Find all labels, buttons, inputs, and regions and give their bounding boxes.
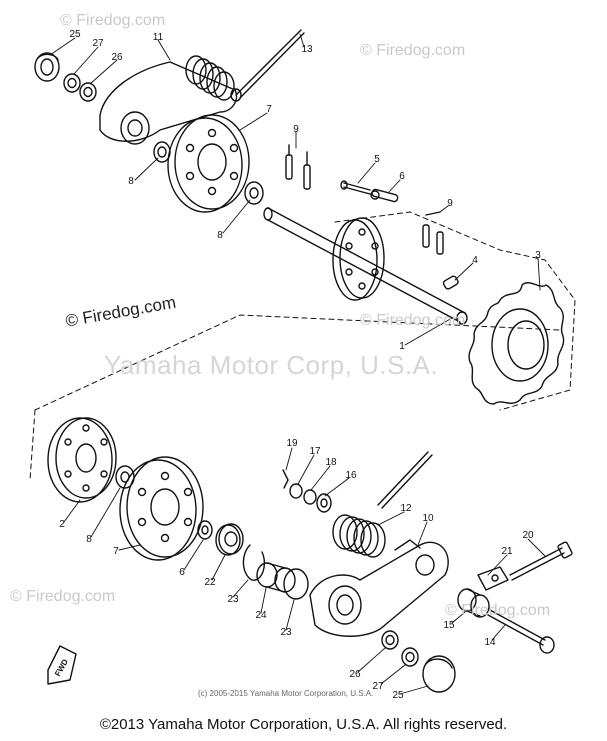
callout-8-b: 8 (217, 230, 223, 241)
rod-13 (235, 29, 305, 99)
clip-19 (282, 469, 289, 489)
pin-4 (442, 275, 459, 290)
collar-15 (457, 588, 490, 618)
pins-9-top (285, 144, 311, 190)
cap-25-top (34, 52, 60, 82)
washer-18 (303, 489, 317, 505)
callout-15: 15 (443, 620, 455, 631)
callout-4: 4 (472, 255, 478, 266)
washer-26-top (79, 82, 97, 102)
bearing-22 (215, 523, 244, 556)
watermark-tiny-copyright: (c) 2005-2015 Yamaha Motor Corporation, … (198, 689, 374, 698)
callout-3: 3 (535, 250, 541, 261)
cap-25-bottom (422, 655, 456, 693)
collar-24 (256, 562, 296, 593)
washer-6-bottom (197, 520, 213, 540)
callout-23-a: 23 (227, 594, 239, 605)
bolt-5 (340, 180, 371, 195)
callout-7-bottom: 7 (113, 546, 119, 557)
bushing-16 (316, 493, 332, 513)
watermark-center: Yamaha Motor Corp, U.S.A. (104, 350, 439, 380)
wheel-7-top (167, 114, 250, 213)
watermark-bottom-left: © Firedog.com (10, 588, 116, 605)
circlip-23-a (242, 544, 266, 581)
callout-12: 12 (400, 503, 412, 514)
torsion-spring-12 (332, 451, 433, 558)
bolt-14 (487, 609, 555, 654)
washer-26-bottom (381, 630, 399, 650)
arm-11 (99, 61, 238, 145)
sprocket-3 (468, 282, 565, 405)
bolt-20 (509, 541, 573, 581)
callout-26-bottom: 26 (349, 669, 361, 680)
leader-lines (49, 33, 546, 695)
nut-27-bottom (401, 647, 419, 667)
watermark-mid-right: © Firedog.com (360, 312, 466, 329)
callout-23-b: 23 (280, 627, 292, 638)
callout-25-bottom: 25 (392, 690, 404, 701)
callout-14: 14 (484, 637, 496, 648)
callout-18: 18 (325, 457, 337, 468)
callout-27-bottom: 27 (372, 681, 384, 692)
callout-13: 13 (301, 44, 313, 55)
callout-8-a: 8 (128, 176, 134, 187)
pin-6 (370, 188, 399, 203)
callout-10: 10 (422, 513, 434, 524)
callout-24: 24 (255, 610, 267, 621)
callout-6-top: 6 (399, 171, 405, 182)
watermark-top-left: © Firedog.com (60, 12, 166, 29)
callout-9-right: 9 (447, 198, 453, 209)
wheel-7-bottom (119, 456, 204, 561)
arm-10 (309, 539, 449, 637)
callout-27-top: 27 (92, 38, 104, 49)
callout-25-top: 25 (69, 29, 81, 40)
callout-26-top: 26 (111, 52, 123, 63)
fwd-arrow-marker (47, 645, 77, 685)
callout-7-top: 7 (266, 104, 272, 115)
pins-9-right (422, 211, 444, 255)
plate-2 (47, 417, 117, 503)
nut-27-top (63, 73, 81, 93)
callout-16: 16 (345, 470, 357, 481)
circlip-23-b (283, 568, 309, 600)
callout-6-bottom: 6 (179, 567, 185, 578)
callout-20: 20 (522, 530, 534, 541)
axle-1 (263, 207, 468, 325)
watermark-bottom-right: © Firedog.com (445, 602, 551, 619)
axle-hub-plate (332, 217, 385, 301)
copyright-footer: ©2013 Yamaha Motor Corporation, U.S.A. A… (99, 716, 508, 733)
callout-2: 2 (59, 519, 65, 530)
callout-21: 21 (501, 546, 513, 557)
assembly-dashed-outline (29, 211, 576, 481)
bracket-21 (477, 566, 509, 591)
callout-5: 5 (374, 154, 380, 165)
callout-19: 19 (286, 438, 298, 449)
torsion-spring-top (185, 55, 242, 102)
callout-22: 22 (204, 577, 216, 588)
callout-11: 11 (152, 32, 164, 43)
callout-9-top: 9 (293, 124, 299, 135)
callout-17: 17 (309, 446, 321, 457)
callout-8-c: 8 (86, 534, 92, 545)
callout-1: 1 (399, 341, 405, 352)
washer-8-b (244, 181, 264, 205)
watermark-top-right: © Firedog.com (360, 42, 466, 59)
washer-17 (289, 483, 303, 499)
